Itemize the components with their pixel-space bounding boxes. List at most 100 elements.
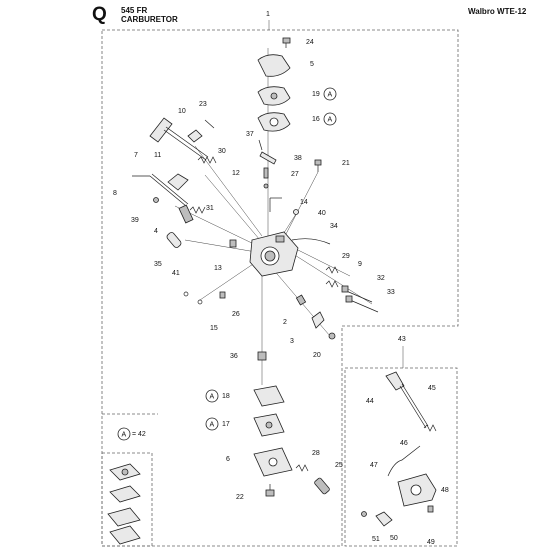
label-32: 32 [377,275,385,282]
gasket-18 [253,385,285,407]
diagram-title: CARBURETOR [121,15,178,24]
kit-markers: A A A A A [117,87,337,441]
label-51: 51 [372,536,380,543]
label-20: 20 [313,352,321,359]
screw-32 [341,285,373,303]
kit-marker-42: A [117,427,131,441]
label-50: 50 [390,535,398,542]
carburetor-type: Walbro WTE-12 [468,7,527,16]
label-27: 27 [291,171,299,178]
label-42: = 42 [132,431,146,438]
spring-29 [325,266,339,274]
ring-40 [293,209,299,215]
label-25: 25 [335,462,343,469]
needle-12 [263,167,269,179]
label-36: 36 [230,353,238,360]
label-7: 7 [134,152,138,159]
label-9: 9 [358,261,362,268]
label-8: 8 [113,190,117,197]
label-34: 34 [330,223,338,230]
label-41: 41 [172,270,180,277]
leader-lines [174,48,373,385]
svg-text:A: A [328,92,333,99]
part-labels: 1 24 5 19 16 23 10 37 30 7 11 38 21 12 2… [113,11,449,546]
label-19: 19 [312,91,320,98]
label-13: 13 [214,265,222,272]
choke-shaft-8 [132,173,189,207]
label-17: 17 [222,421,230,428]
screw-24 [282,37,291,48]
label-16: 16 [312,116,320,123]
screw-20 [328,332,336,340]
label-35: 35 [154,261,162,268]
lever-3 [311,311,325,329]
choke-plate-11 [167,173,189,191]
svg-text:A: A [210,422,215,429]
page-letter: Q [92,4,107,25]
label-12: 12 [232,170,240,177]
svg-text:A: A [328,117,333,124]
label-28: 28 [312,450,320,457]
screw-22 [265,484,275,497]
label-15: 15 [210,325,218,332]
throttle-plate-10 [187,129,203,143]
kit-42-box [101,452,153,547]
label-14: 14 [300,199,308,206]
plug-25 [314,477,330,495]
label-22: 22 [236,494,244,501]
filter-36 [257,351,267,361]
svg-text:A: A [122,432,127,439]
label-3: 3 [290,338,294,345]
plug-35 [166,232,182,248]
ring-41 [183,291,189,297]
spring-28 [295,464,309,472]
screw-21 [314,159,322,172]
label-40: 40 [318,210,326,217]
spring-9 [325,280,339,288]
kit-marker-16: A [323,112,337,126]
label-29: 29 [342,253,350,260]
choke-assembly-box [344,367,458,547]
label-33: 33 [387,289,395,296]
spring-30 [197,156,217,164]
label-43: 43 [398,336,406,343]
label-5: 5 [310,61,314,68]
pin-37 [258,139,263,151]
label-48: 48 [441,487,449,494]
screw-13 [229,239,237,248]
label-18: 18 [222,393,230,400]
kit-marker-18: A [205,389,219,403]
choke-assembly-parts [361,371,437,527]
pin-26 [219,291,226,299]
label-1: 1 [266,11,270,18]
label-46: 46 [400,440,408,447]
label-10: 10 [178,108,186,115]
kit-marker-17: A [205,417,219,431]
link-34 [291,238,331,245]
pump-cover-5 [257,54,291,77]
label-21: 21 [342,160,350,167]
detent-4 [178,204,194,224]
screw-33 [345,295,379,313]
label-4: 4 [154,228,158,235]
kit-marker-19: A [323,87,337,101]
label-44: 44 [366,398,374,405]
label-38: 38 [294,155,302,162]
lever-38 [259,151,277,165]
screw-23 [204,119,215,129]
label-47: 47 [370,462,378,469]
label-39: 39 [131,217,139,224]
spring-27 [263,183,269,189]
carburetor-body [249,231,299,277]
label-37: 37 [246,131,254,138]
label-2: 2 [283,319,287,326]
label-31: 31 [206,205,214,212]
kit-42-contents [107,463,141,545]
ball-39 [153,197,159,203]
label-6: 6 [226,456,230,463]
label-26: 26 [232,311,240,318]
label-45: 45 [428,385,436,392]
model-label: 545 FR [121,6,148,15]
label-30: 30 [218,148,226,155]
label-11: 11 [154,152,161,159]
